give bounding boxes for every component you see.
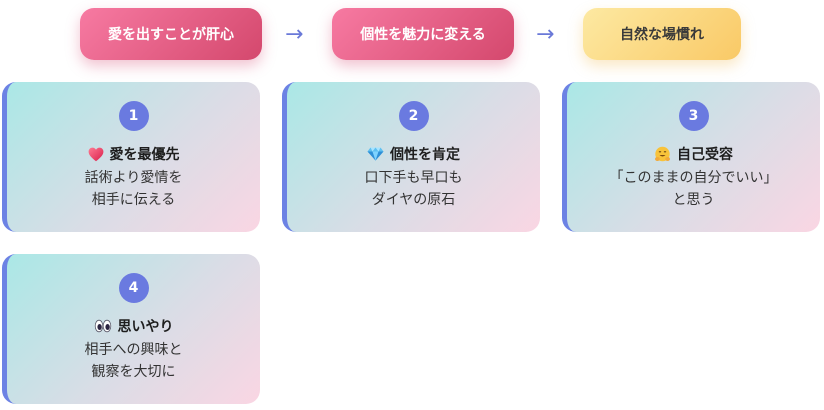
card-3-line-1: 「このままの自分でいい」 [609,170,778,186]
card-2-title: 個性を肯定 [367,145,460,163]
arrow-right-icon: → [536,22,555,47]
card-2-line-1: 口下手も早口も [364,170,463,186]
flow-step-3-label: 自然な場慣れ [620,27,704,43]
card-4-title-text: 思いやり [117,319,174,335]
card-1: 1 愛を最優先 話術より愛情を 相手に伝える [2,82,260,232]
card-4-line-2: 観察を大切に [91,364,176,380]
card-4-title: 思いやり [94,317,174,335]
flow-step-1: 愛を出すことが肝心 [80,8,262,60]
card-3-title: 自己受容 [654,145,733,163]
card-2-title-text: 個性を肯定 [390,147,460,163]
card-1-number-badge: 1 [118,101,149,131]
card-3-line-2: と思う [672,192,715,208]
arrow-right-icon: → [285,22,304,47]
flow-step-2: 個性を魅力に変える [332,8,514,60]
card-1-title-text: 愛を最優先 [109,147,180,163]
flow-step-2-label: 個性を魅力に変える [360,27,486,43]
eyes-icon [94,319,111,333]
flow-step-1-label: 愛を出すことが肝心 [108,27,234,43]
card-2: 2 個性を肯定 口下手も早口も ダイヤの原石 [282,82,540,232]
card-2-line-2: ダイヤの原石 [371,192,456,208]
card-3-number-badge: 3 [678,101,709,131]
flow-step-3: 自然な場慣れ [583,8,741,60]
gem-icon [367,147,384,161]
card-1-line-2: 相手に伝える [91,192,176,208]
card-3: 3 自己受容 「このままの自分でいい」 と思う [562,82,820,232]
card-4: 4 思いやり 相手への興味と 観察を大切に [2,254,260,404]
card-3-title-text: 自己受容 [677,147,733,163]
card-2-number-badge: 2 [398,101,429,131]
hugging-face-icon [655,146,670,161]
card-4-line-1: 相手への興味と [84,342,183,358]
heart-icon [88,147,103,161]
card-4-number-badge: 4 [118,273,149,303]
card-1-line-1: 話術より愛情を [84,170,183,186]
card-1-title: 愛を最優先 [88,145,180,163]
